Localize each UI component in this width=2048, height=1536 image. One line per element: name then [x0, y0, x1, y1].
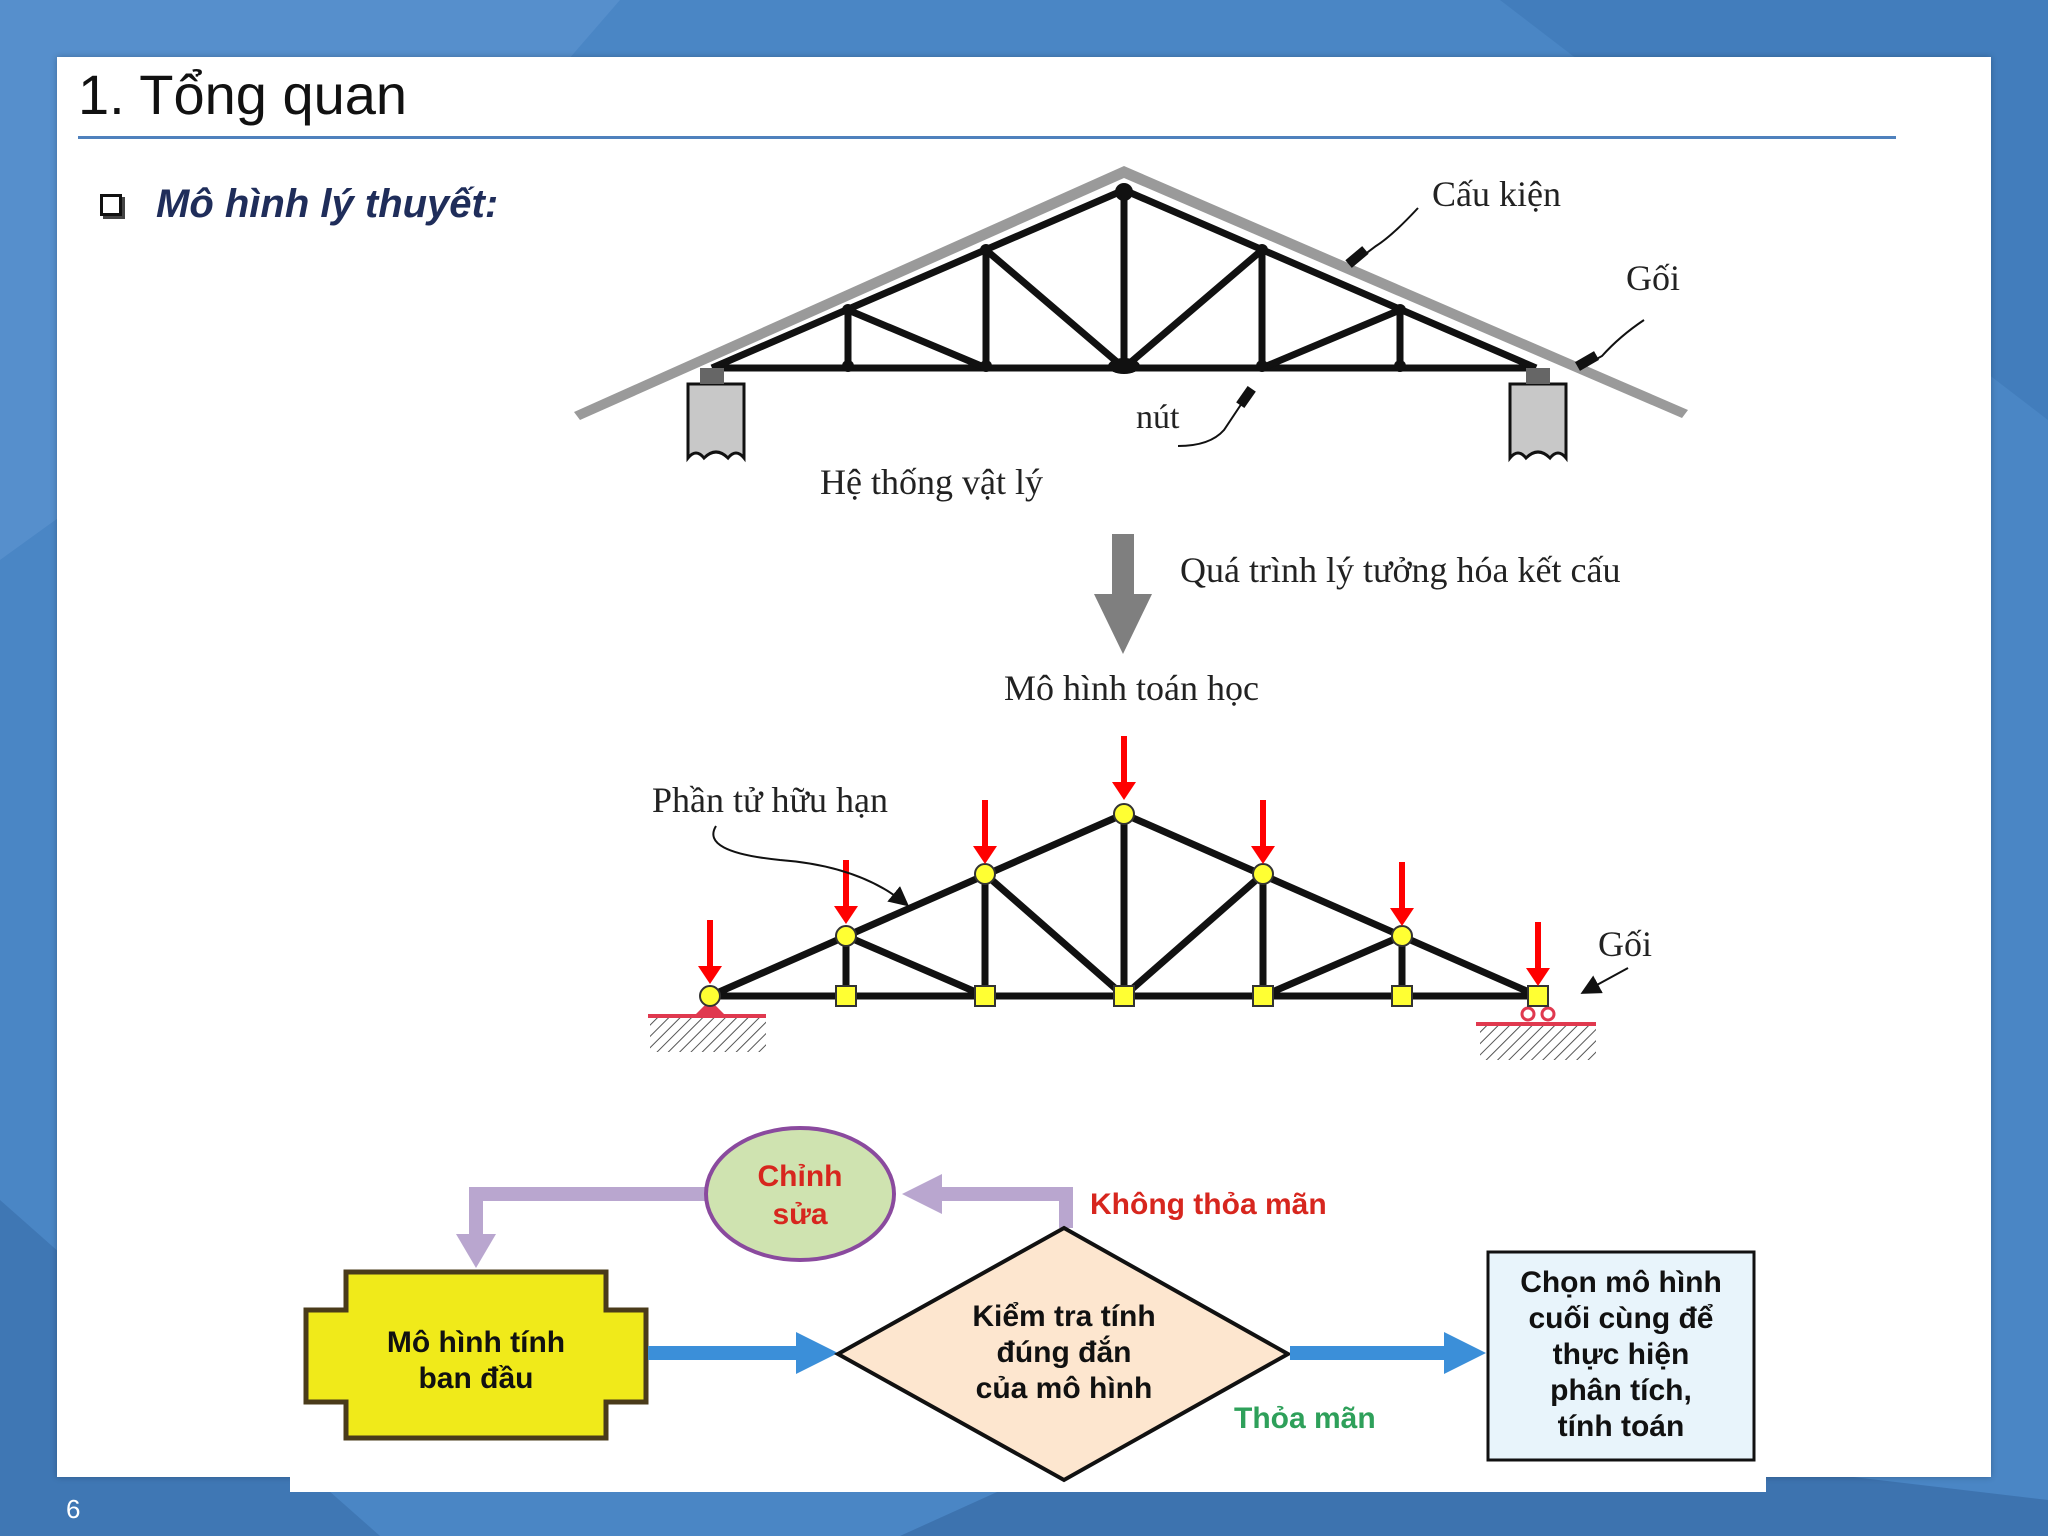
truss-members: [710, 186, 1538, 372]
wall-supports: [686, 368, 1568, 463]
edit-line-1: Chỉnh: [758, 1160, 843, 1193]
physical-truss: Cấu kiện Gối nút Hệ thống vật lý: [574, 166, 1688, 502]
initial-model-box: Mô hình tính ban đầu: [303, 1269, 649, 1441]
label-nut: nút: [1136, 399, 1180, 436]
final-line-1: Chọn mô hình: [1520, 1266, 1722, 1299]
page-number: 6: [66, 1494, 81, 1524]
final-line-5: tính toán: [1558, 1410, 1685, 1443]
element-callout-line: [712, 825, 910, 907]
arrow-to-check: [648, 1332, 838, 1374]
right-wall: [1508, 382, 1568, 463]
physical-joints: [842, 183, 1406, 374]
label-cau-kien: Cấu kiện: [1432, 174, 1561, 214]
edit-circle: Chỉnh sửa: [704, 1126, 896, 1262]
right-bearing: [1526, 368, 1550, 384]
load-arrows: [698, 736, 1550, 986]
checkbox-bullet-icon: [100, 193, 122, 216]
label-satisfied: Thỏa mãn: [1234, 1402, 1376, 1435]
callout-lines: [1177, 207, 1645, 447]
idealization-arrow: [1094, 534, 1152, 654]
label-goi-bottom: Gối: [1598, 924, 1652, 964]
left-pin-support: [648, 1000, 766, 1052]
label-finite-element: Phần tử hữu hạn: [652, 780, 888, 820]
modeling-flowchart: Chỉnh sửa Không thỏa mãn Mô hình tính ba…: [290, 1126, 1766, 1492]
callout-pin-icons: [1236, 246, 1600, 409]
label-goi-top: Gối: [1626, 258, 1680, 298]
final-model-box: Chọn mô hình cuối cùng để thực hiện phân…: [1486, 1250, 1756, 1462]
caption-physical-system: Hệ thống vật lý: [820, 462, 1043, 502]
title-underline: [78, 136, 1896, 139]
slide-title: 1. Tổng quan: [78, 63, 408, 126]
left-bearing: [700, 368, 724, 384]
initial-line-2: ban đầu: [418, 1362, 533, 1395]
final-line-4: phân tích,: [1550, 1374, 1692, 1407]
check-line-3: của mô hình: [976, 1372, 1153, 1405]
initial-line-1: Mô hình tính: [387, 1326, 565, 1359]
left-wall: [686, 382, 746, 463]
check-line-2: đúng đắn: [997, 1335, 1132, 1369]
support-callout-line: [1580, 967, 1629, 994]
right-roller-support: [1476, 1006, 1596, 1060]
feedback-arrows: [456, 1174, 1073, 1268]
label-math-model: Mô hình toán học: [1004, 668, 1259, 708]
arrow-to-final: [1290, 1332, 1486, 1374]
finite-element-nodes: [699, 803, 1549, 1007]
check-diamond: Kiểm tra tính đúng đắn của mô hình: [833, 1225, 1293, 1483]
bullet-text: Mô hình lý thuyết:: [156, 182, 499, 226]
math-truss-members: [708, 810, 1540, 1000]
label-not-satisfied: Không thỏa mãn: [1090, 1188, 1327, 1221]
final-line-3: thực hiện: [1553, 1338, 1690, 1371]
bullet-item: Mô hình lý thuyết:: [100, 182, 498, 227]
math-truss: Phần tử hữu hạn Gối: [648, 736, 1652, 1060]
check-line-1: Kiểm tra tính: [972, 1300, 1155, 1333]
label-idealization-process: Quá trình lý tưởng hóa kết cấu: [1180, 550, 1620, 590]
edit-line-2: sửa: [772, 1198, 827, 1231]
final-line-2: cuối cùng để: [1528, 1302, 1713, 1335]
